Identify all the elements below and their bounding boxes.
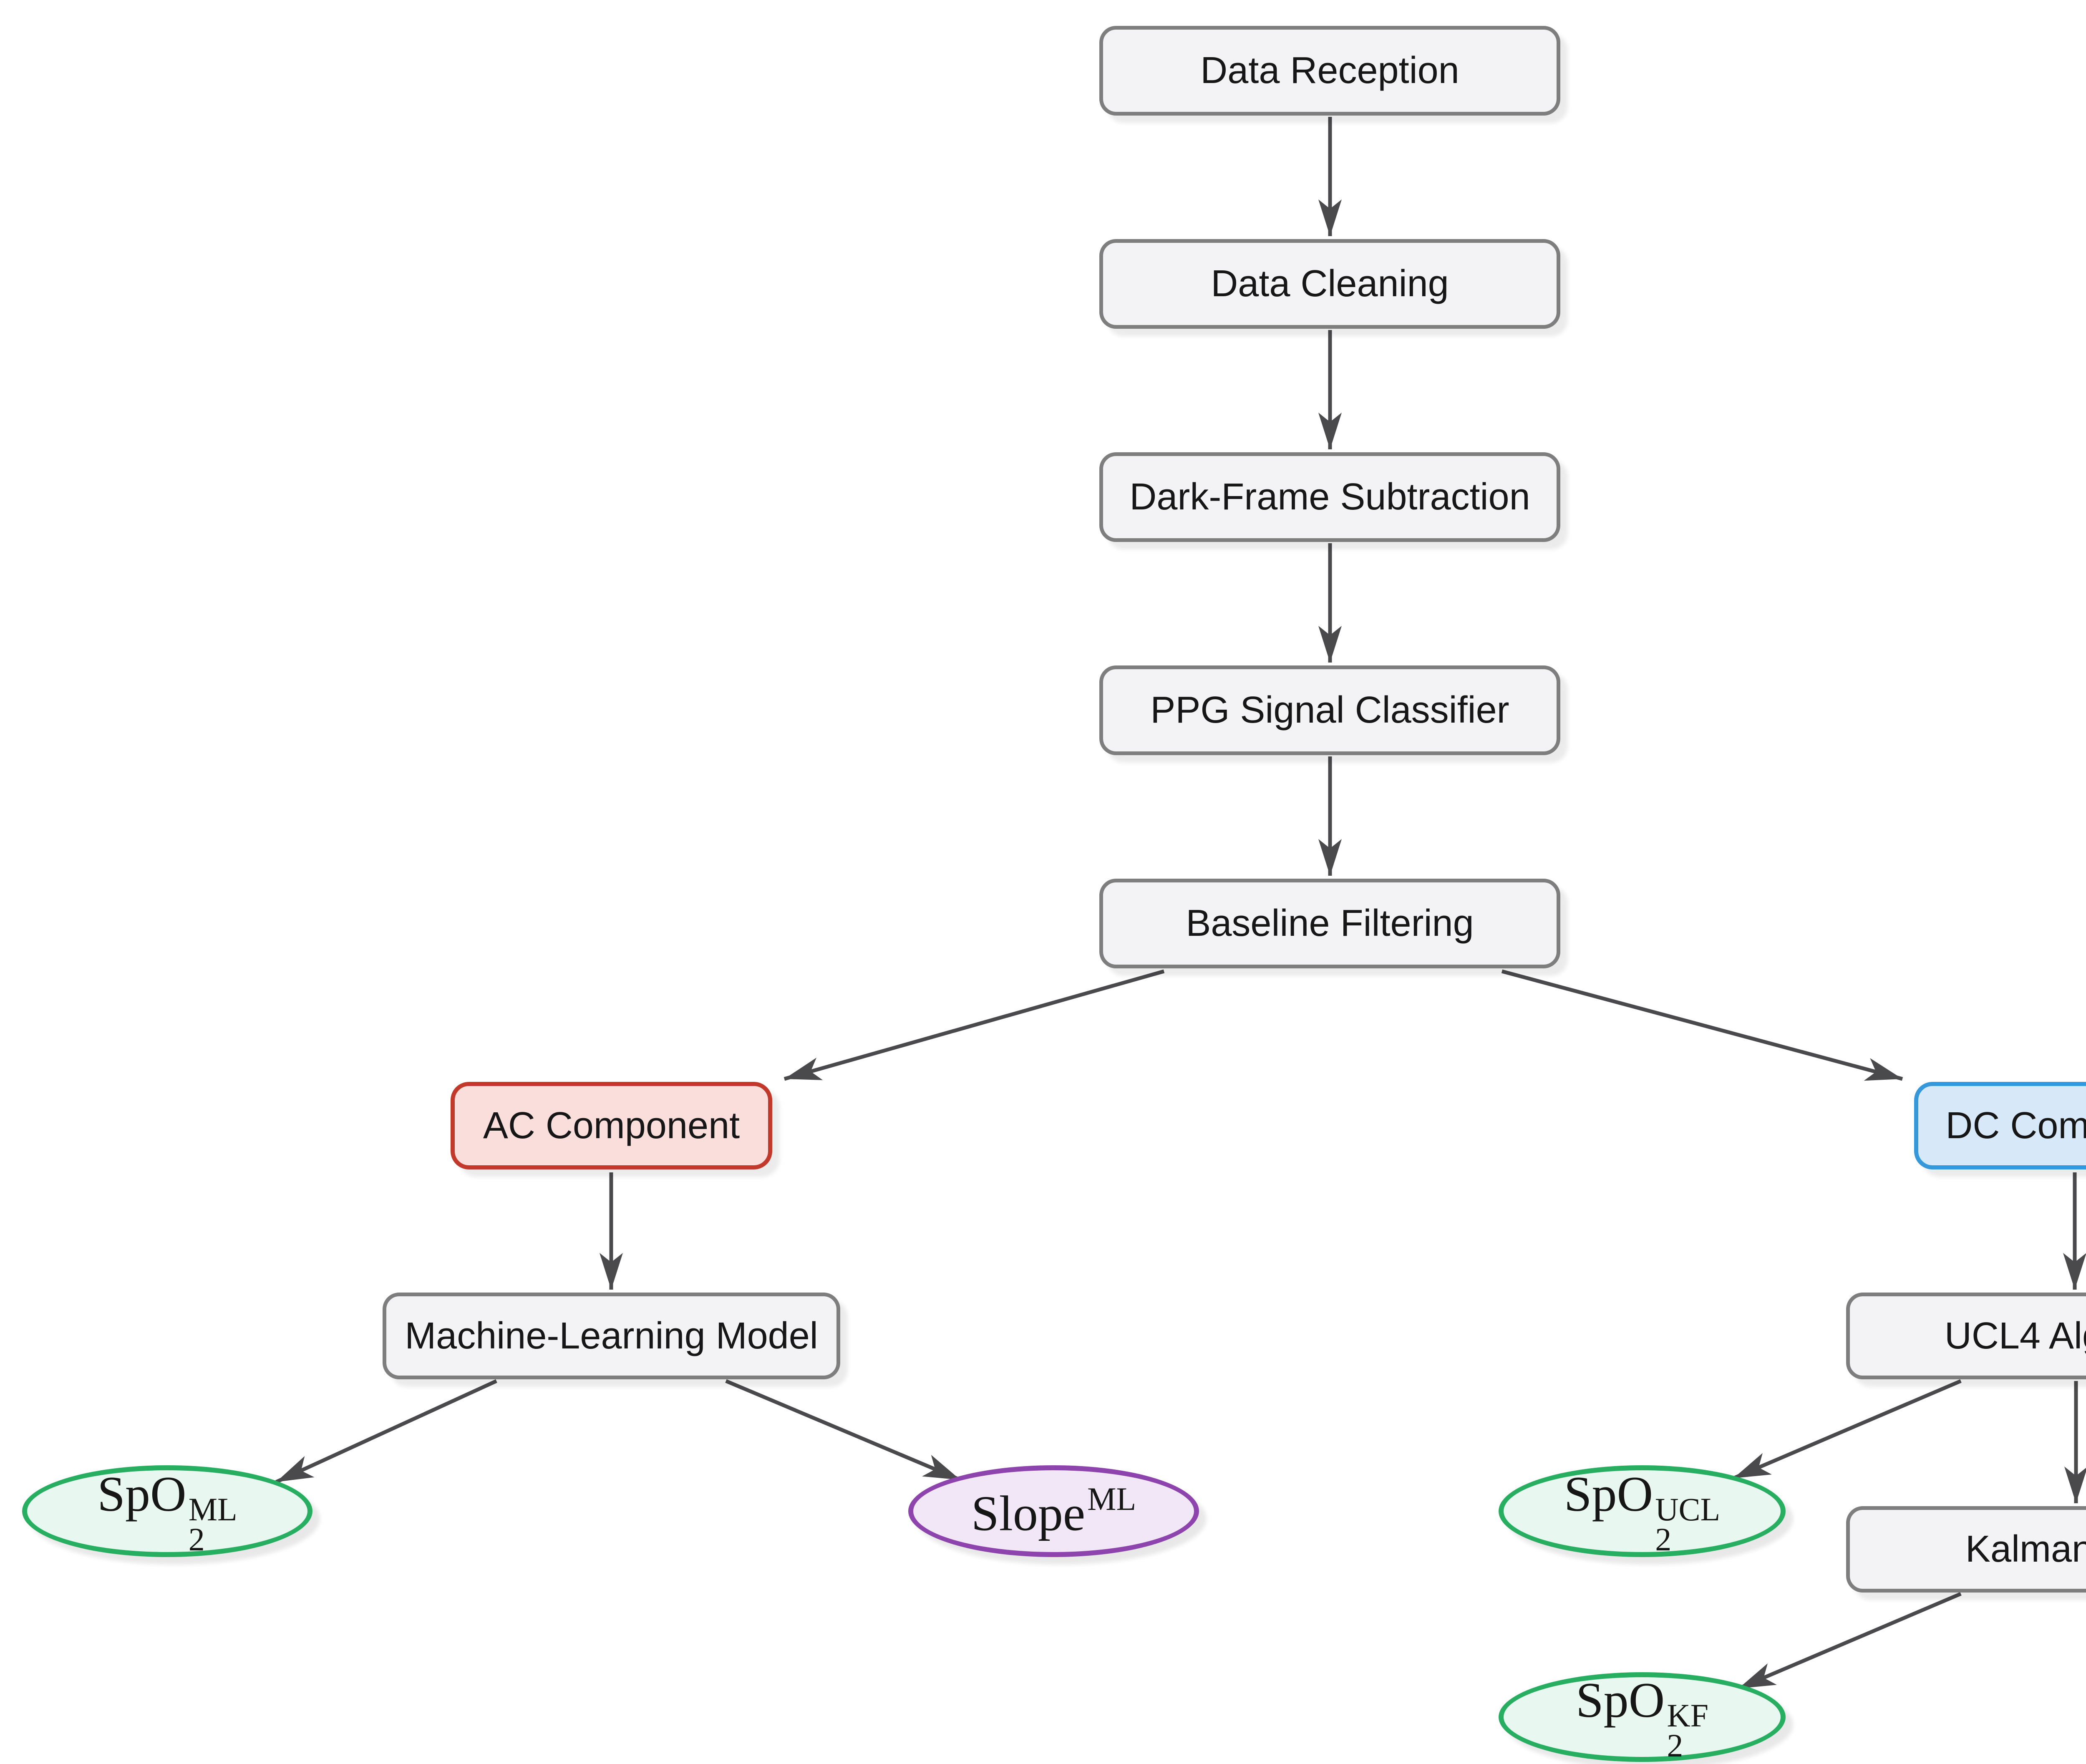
node-label: AC Component	[483, 1104, 740, 1147]
node-label: Kalman Filter	[1965, 1528, 2086, 1570]
node-ac-component: AC Component	[451, 1082, 772, 1169]
node-slope-ml: SlopeML	[908, 1465, 1199, 1557]
node-ucl4-algorithm: UCL4 Algorithm	[1846, 1293, 2086, 1379]
node-kalman-filter: Kalman Filter	[1846, 1506, 2086, 1593]
edge-ucl4-spo2ucl	[1733, 1379, 1962, 1480]
node-baseline-filtering: Baseline Filtering	[1099, 879, 1560, 968]
edge-mlmodel-spo2ml	[275, 1379, 497, 1484]
edge-baseline-ac	[784, 969, 1165, 1081]
edge-kalman-spo2kf	[1738, 1592, 1962, 1691]
node-label: Dark-Frame Subtraction	[1129, 476, 1530, 518]
node-label: Data Cleaning	[1211, 263, 1449, 305]
node-ppg-signal-classifier: PPG Signal Classifier	[1099, 665, 1560, 755]
node-label: SlopeML	[971, 1480, 1136, 1541]
node-dc-component: DC Component	[1914, 1082, 2086, 1169]
node-label: DC Component	[1945, 1104, 2086, 1147]
node-dark-frame-subtraction: Dark-Frame Subtraction	[1099, 452, 1560, 542]
edge-mlmodel-slopeml	[725, 1379, 961, 1482]
edge-baseline-dc	[1501, 969, 1903, 1081]
node-data-reception: Data Reception	[1099, 26, 1560, 116]
node-label: Data Reception	[1200, 50, 1459, 92]
node-data-cleaning: Data Cleaning	[1099, 239, 1560, 329]
node-machine-learning-model: Machine-Learning Model	[383, 1293, 840, 1379]
node-label: Machine-Learning Model	[405, 1315, 818, 1357]
node-label: PPG Signal Classifier	[1150, 689, 1509, 731]
node-label: UCL4 Algorithm	[1944, 1315, 2086, 1357]
node-label: Baseline Filtering	[1186, 902, 1474, 945]
